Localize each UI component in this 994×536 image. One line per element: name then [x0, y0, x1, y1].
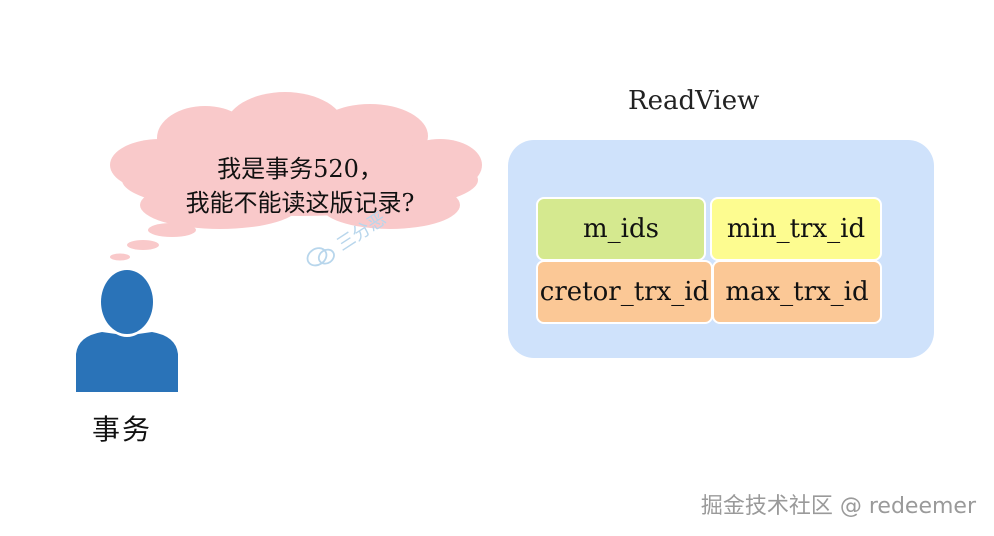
person-icon: [76, 270, 178, 392]
thought-line-1: 我是事务520，: [217, 155, 383, 183]
thought-text: 我是事务520， 我能不能读这版记录?: [120, 152, 480, 220]
transaction-label: 事务: [92, 413, 153, 446]
field-m-ids: m_ids: [536, 197, 706, 261]
readview-title: ReadView: [628, 86, 760, 116]
field-max-trx-id: max_trx_id: [712, 260, 882, 324]
field-creator-trx-id: cretor_trx_id: [536, 260, 713, 324]
thought-cloud: [110, 92, 482, 261]
footer-watermark: 掘金技术社区 @ redeemer: [700, 494, 976, 519]
watermark: 三分恶: [301, 205, 391, 276]
wechat-icon: [306, 247, 335, 267]
field-min-trx-id: min_trx_id: [710, 197, 882, 261]
thought-line-2: 我能不能读这版记录?: [185, 189, 415, 217]
